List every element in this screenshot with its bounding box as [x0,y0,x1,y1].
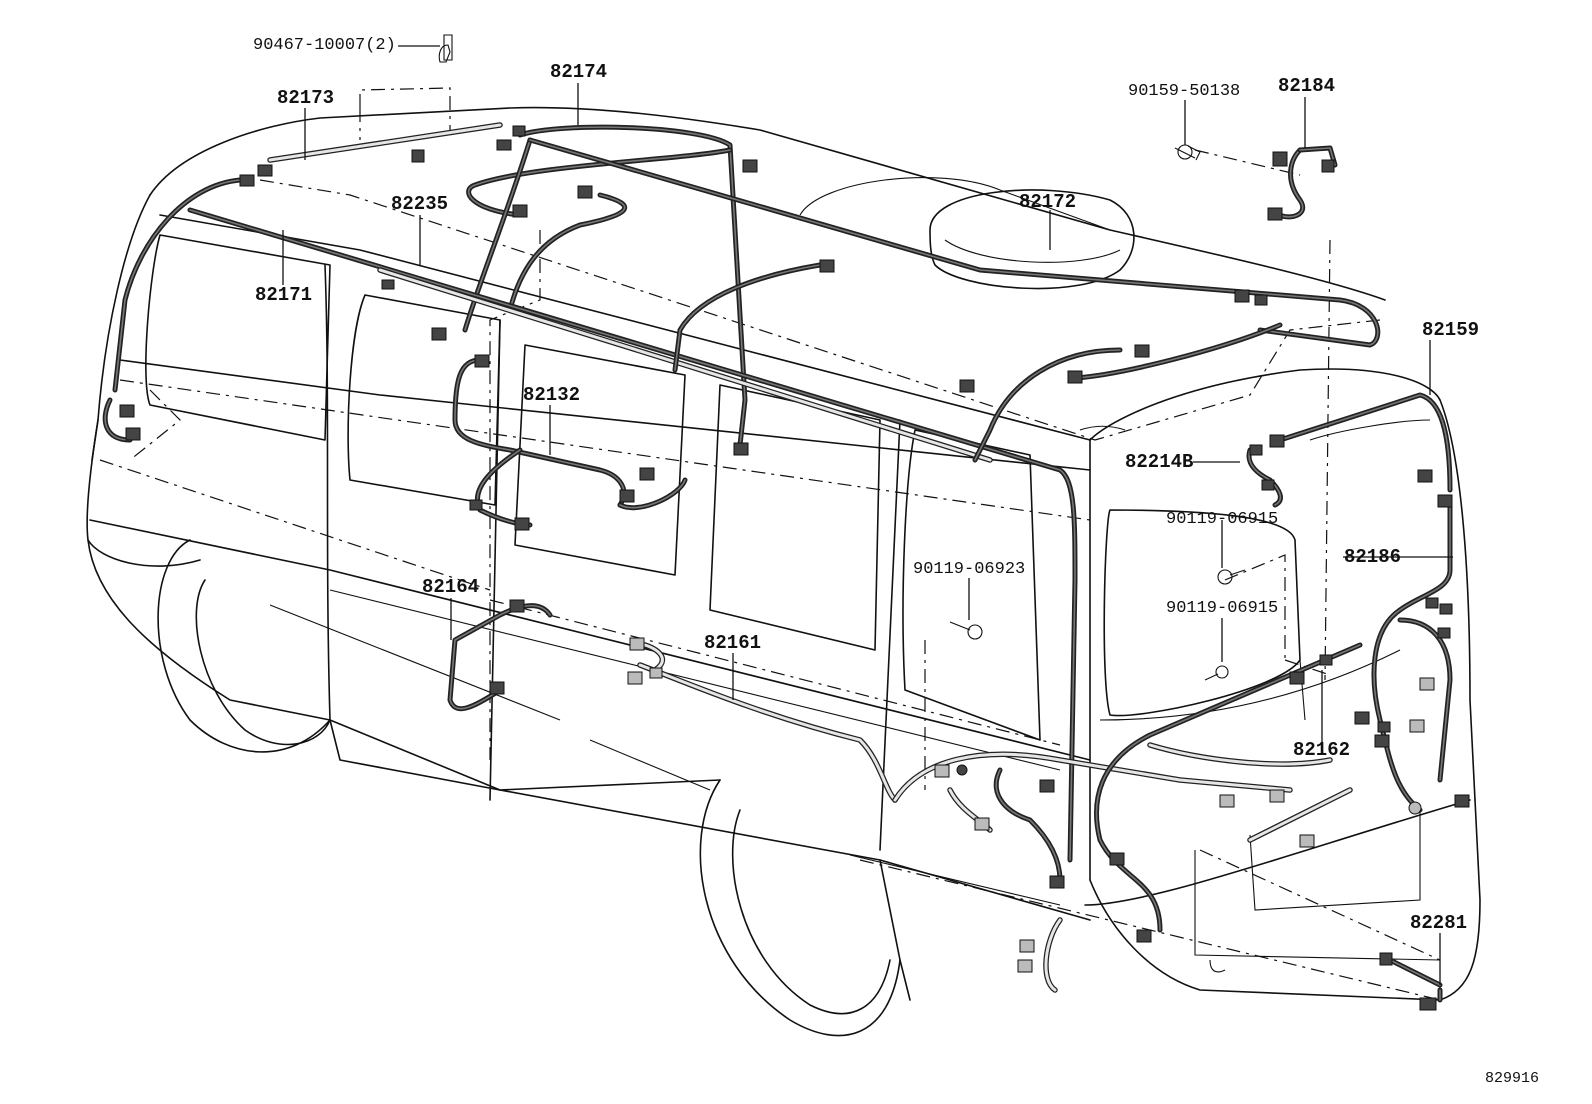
label-90159-50138: 90159-50138 [1128,82,1241,101]
label-82235: 82235 [391,193,449,215]
van-body [86,106,1481,1037]
label-90119-06915-a: 90119-06915 [1166,510,1279,529]
connectors [119,125,1470,1011]
dash-lines [99,87,1441,1001]
label-82132: 82132 [523,384,581,406]
label-82186: 82186 [1344,546,1402,568]
label-82164: 82164 [422,576,480,598]
label-82171: 82171 [255,284,313,306]
label-82184: 82184 [1278,75,1336,97]
label-leaders [282,45,1453,985]
label-82172: 82172 [1019,191,1077,213]
harnesses [102,122,1453,1003]
label-90119-06923: 90119-06923 [913,560,1026,579]
label-90119-06915-b: 90119-06915 [1166,599,1279,618]
figure-id: 829916 [1485,1070,1540,1087]
label-90467-10007: 90467-10007(2) [253,36,396,55]
label-82162: 82162 [1293,739,1351,761]
label-82161: 82161 [704,632,762,654]
label-82174: 82174 [550,61,608,83]
label-82159: 82159 [1422,319,1480,341]
label-82173: 82173 [277,87,335,109]
fasteners [438,34,1246,681]
label-82281: 82281 [1410,912,1468,934]
label-82214B: 82214B [1125,451,1194,473]
